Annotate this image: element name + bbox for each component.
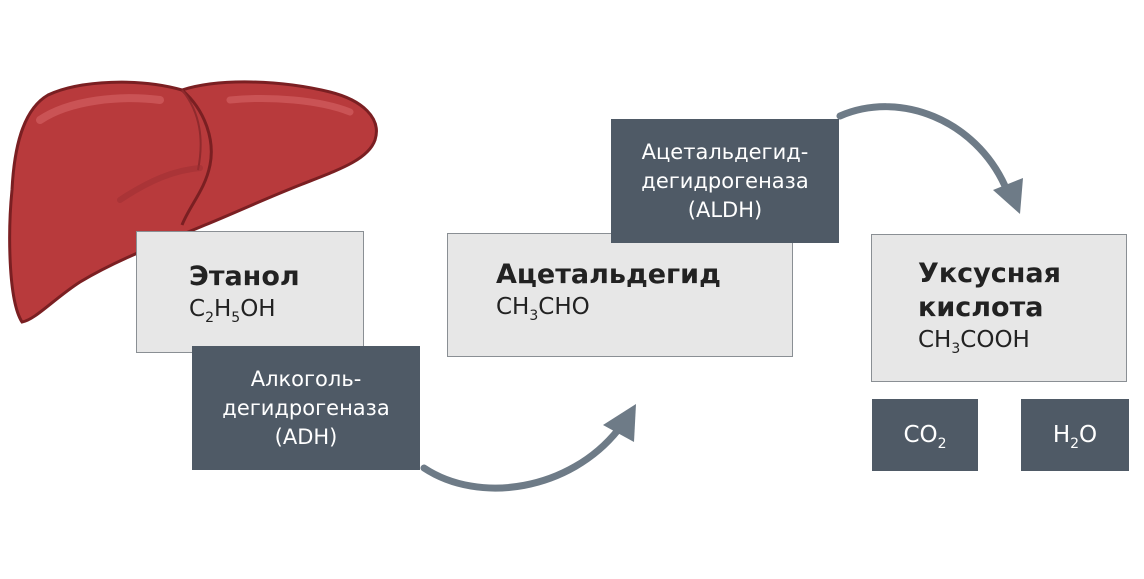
ethanol-formula: C2H5OH [189,296,276,326]
acetic-acid-name-line2: кислота [918,292,1044,323]
aldh-line1: Ацетальдегид- [641,139,809,164]
adh-line3: (ADH) [274,424,338,449]
ethanol-box: Этанол C2H5OH [136,231,364,353]
acetic-acid-box: Уксусная кислота CH3COOH [871,234,1127,382]
adh-enzyme-box: Алкоголь- дегидрогеназа (ADH) [192,346,420,470]
acetaldehyde-name: Ацетальдегид [496,259,721,290]
aldh-enzyme-box: Ацетальдегид- дегидрогеназа (ALDH) [611,119,839,243]
acetaldehyde-formula: CH3CHO [496,294,590,324]
h2o-box: H2O [1021,399,1129,471]
ethanol-name: Этанол [189,261,300,292]
h2o-formula: H2O [1052,421,1098,452]
acetic-acid-formula: CH3COOH [918,327,1030,357]
curved-arrow-icon [420,404,636,492]
curved-arrow-icon [836,103,1023,214]
adh-line1: Алкоголь- [250,366,362,391]
aldh-line3: (ALDH) [687,197,763,222]
adh-line2: дегидрогеназа [222,395,390,420]
acetic-acid-name-line1: Уксусная [918,258,1061,289]
aldh-line2: дегидрогеназа [641,168,809,193]
co2-box: CO2 [872,399,978,471]
co2-formula: CO2 [903,421,947,452]
acetaldehyde-box: Ацетальдегид CH3CHO [447,233,793,357]
